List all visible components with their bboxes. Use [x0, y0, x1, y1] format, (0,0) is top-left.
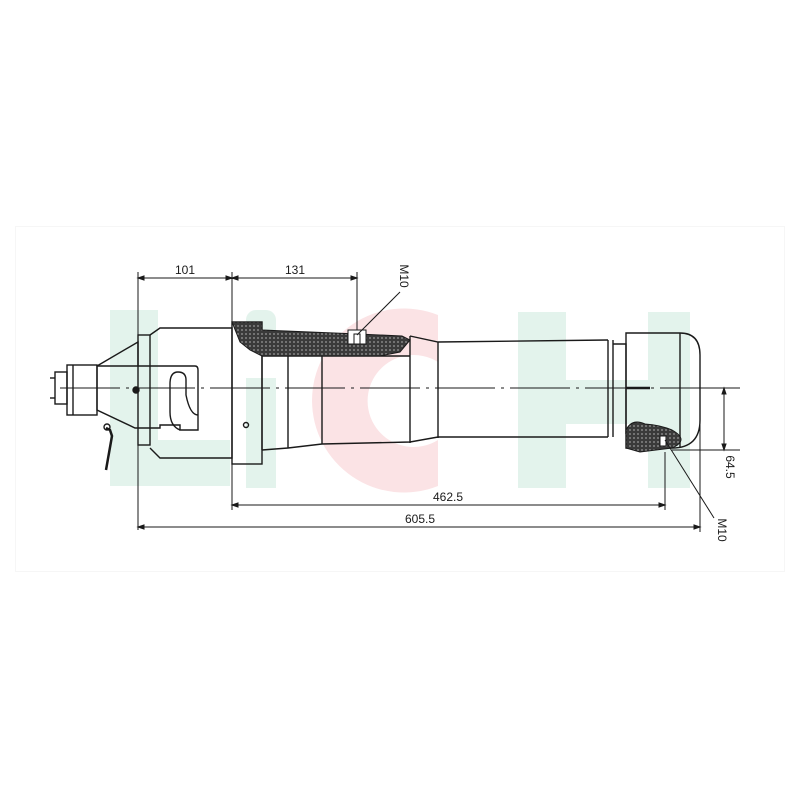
dim-label-605-5: 605.5: [405, 512, 435, 526]
side-lever: [104, 426, 114, 471]
tool-outline: [50, 321, 740, 471]
dim-label-462-5: 462.5: [433, 490, 463, 504]
hook-slot: [169, 371, 199, 431]
dim-label-64-5: 64.5: [723, 455, 737, 479]
dimension-lines: [136, 272, 740, 532]
thread-callout-top: M10: [397, 264, 411, 288]
drawing-frame: [15, 226, 785, 572]
watermark-letter-h-right: [648, 312, 690, 488]
watermark-letter-l: [110, 310, 230, 486]
connector-body: [66, 364, 98, 416]
dim-label-131: 131: [285, 263, 305, 277]
watermark-letter-i: [246, 378, 276, 488]
dim-label-101: 101: [175, 263, 195, 277]
nose-block: [96, 365, 199, 431]
thread-callout-bottom: M10: [715, 518, 729, 542]
watermark: [110, 308, 690, 493]
